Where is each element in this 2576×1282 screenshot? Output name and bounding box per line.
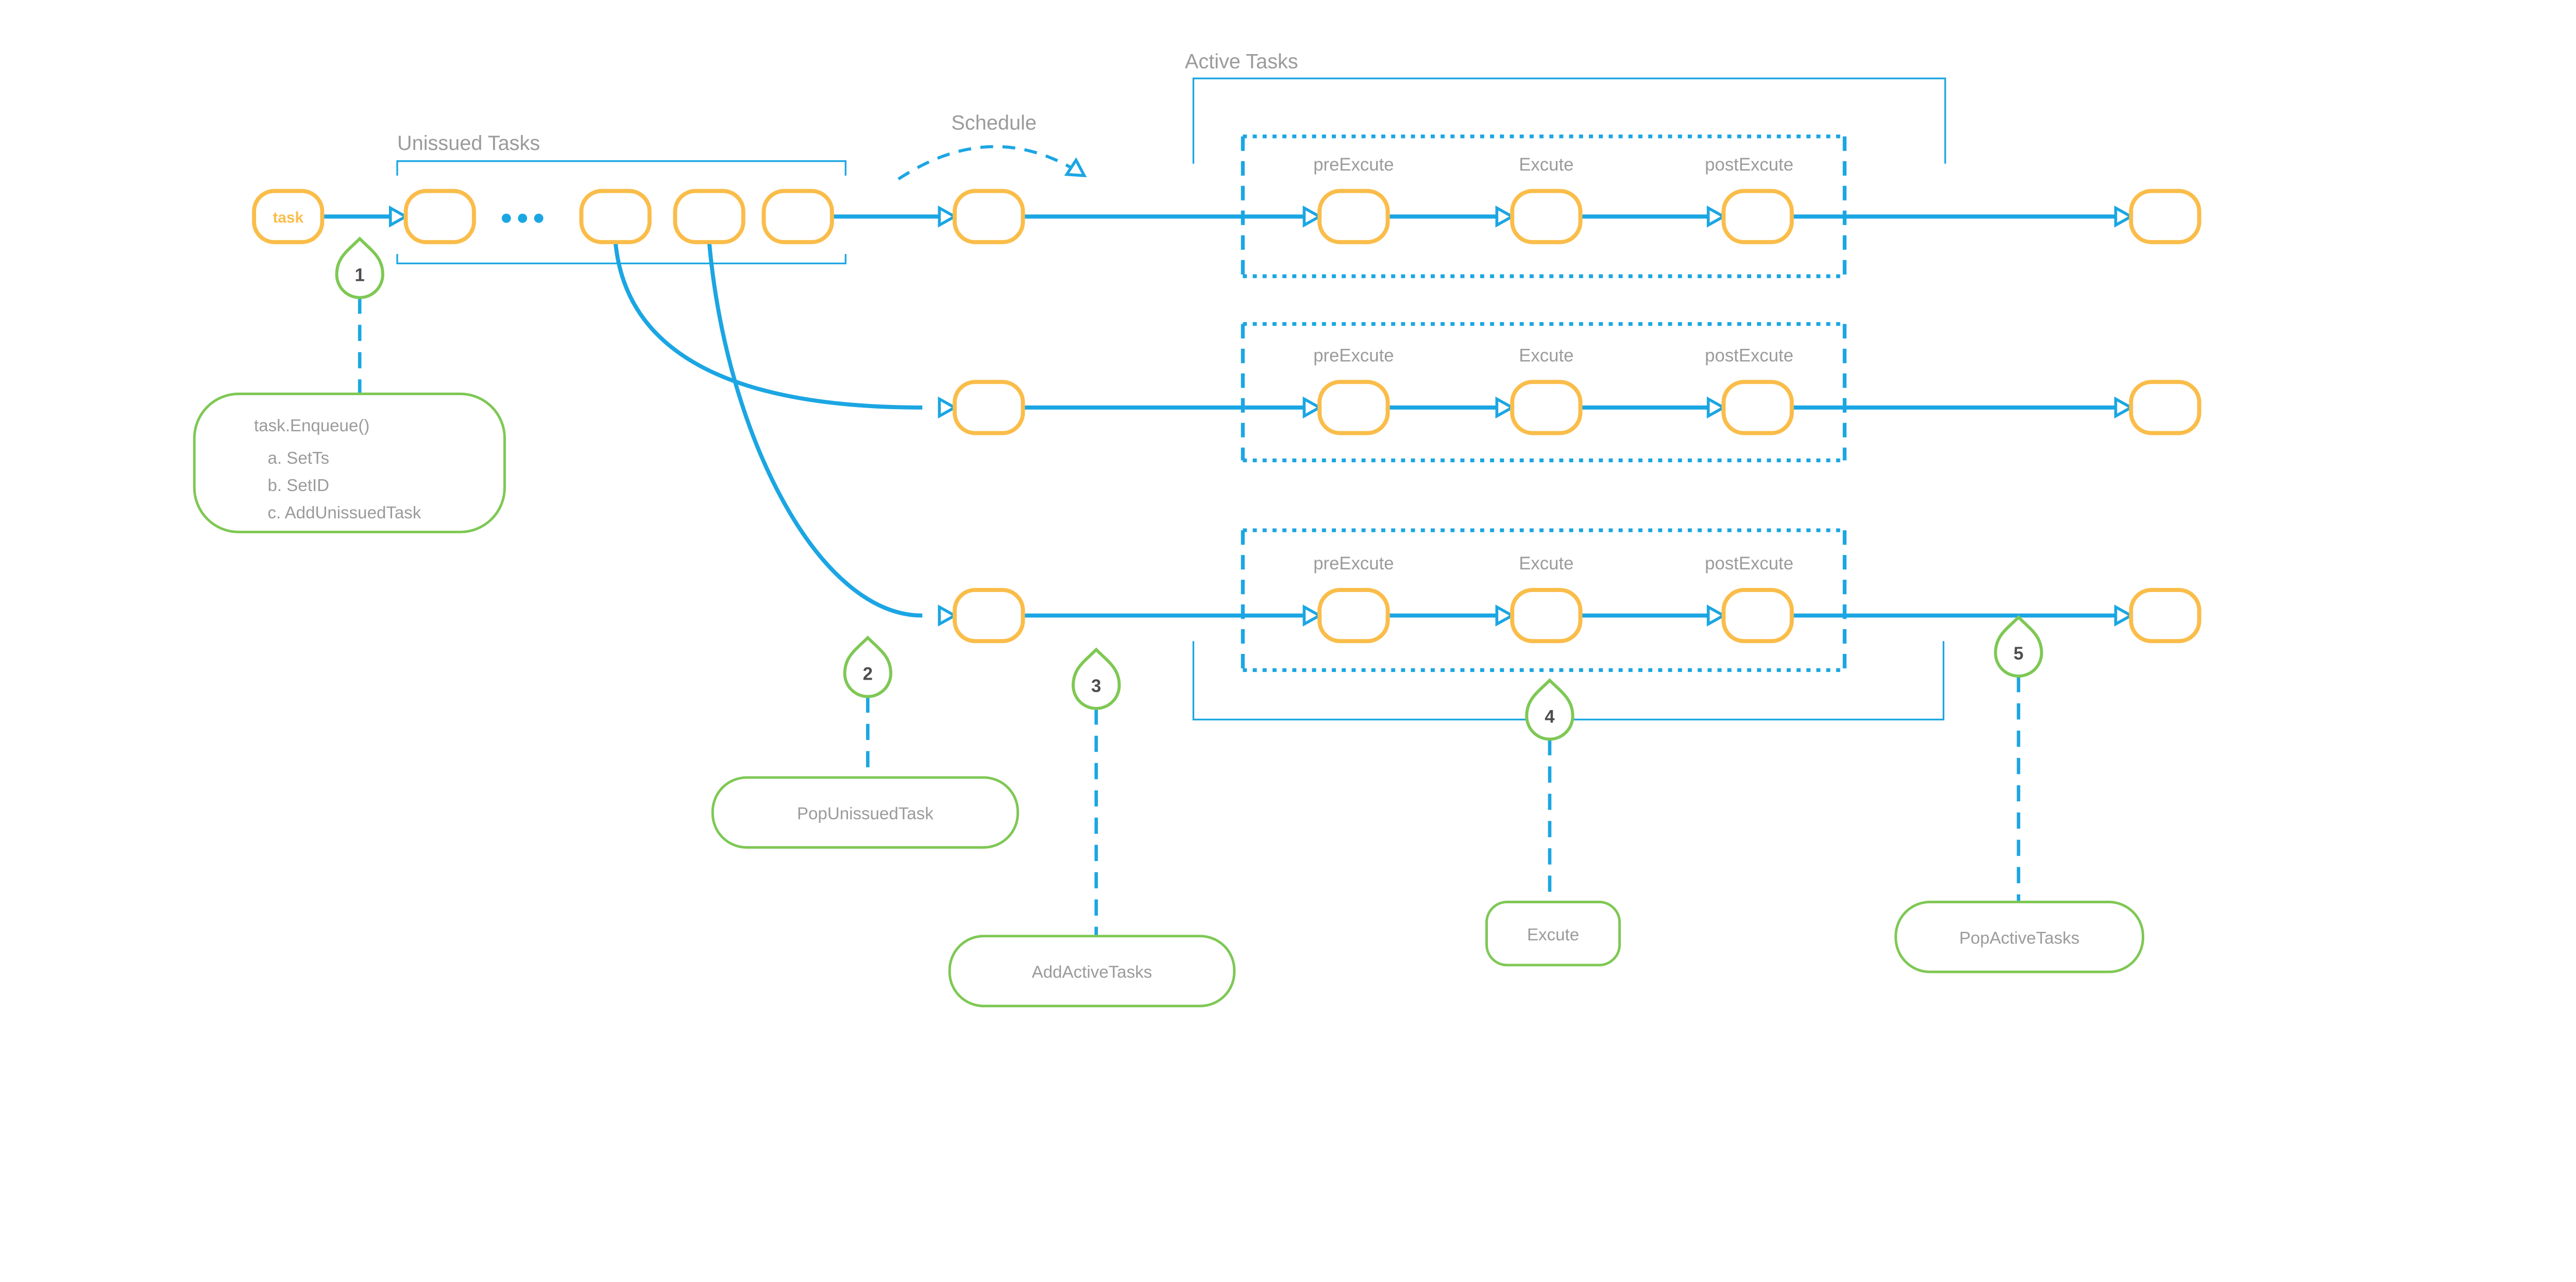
done-node-row1 [2129, 189, 2201, 244]
marker-2-teardrop-icon [843, 635, 892, 698]
marker-3-teardrop-icon [1072, 647, 1121, 710]
active-tasks-bracket-top [1192, 77, 1946, 164]
pipeline-box-row1 [1241, 134, 1847, 278]
preexcute-node-row2 [1317, 380, 1390, 435]
arrowhead-icon [2116, 607, 2131, 624]
callout-pop-active [1894, 901, 2144, 973]
preexcute-node-row1 [1317, 189, 1390, 244]
active-tasks-label: Active Tasks [1185, 50, 1298, 73]
queue-ellipsis-dot [518, 213, 528, 223]
unissued-tasks-bracket-bottom [396, 254, 846, 264]
marker-3-number: 3 [1091, 677, 1101, 696]
callout-enqueue-item-a: a. SetTs [268, 449, 330, 468]
arrowhead-icon [2116, 399, 2131, 416]
excute-node-row3 [1510, 587, 1583, 644]
arrowhead-icon [1497, 208, 1512, 225]
arrowhead-icon [939, 399, 955, 416]
preexcute-label-row1: preExcute [1313, 155, 1394, 175]
curve-queue-to-row2 [613, 242, 923, 410]
done-node-row3 [2129, 587, 2201, 644]
curve-queue-to-row3 [707, 242, 923, 618]
excute-node-row1 [1510, 189, 1583, 244]
arrowhead-icon [391, 208, 406, 225]
excute-label-row2: Excute [1519, 346, 1573, 366]
callout-excute [1485, 901, 1621, 967]
arrowhead-icon [1497, 399, 1512, 416]
callout-add-active-label: AddActiveTasks [1032, 963, 1152, 982]
scheduled-node-row3 [953, 587, 1025, 644]
diagram-page: Unissued Tasks Active Tasks Schedule pre… [193, 50, 2201, 1007]
preexcute-label-row3: preExcute [1313, 554, 1394, 573]
callout-pop-unissued [711, 776, 1019, 849]
excute-node-row2 [1510, 380, 1583, 435]
postexcute-node-row3 [1721, 587, 1794, 644]
arrowhead-icon [2116, 208, 2131, 225]
queue-node-3 [673, 189, 745, 244]
arrowhead-icon [1304, 607, 1319, 624]
pipeline-box-row2 [1241, 322, 1847, 463]
arrowhead-icon [1497, 607, 1512, 624]
schedule-label: Schedule [951, 111, 1036, 134]
arrowhead-icon [939, 607, 955, 624]
excute-label-row1: Excute [1519, 155, 1573, 175]
queue-ellipsis-dot [534, 213, 544, 223]
postexcute-label-row3: postExcute [1705, 554, 1793, 573]
marker-2-number: 2 [863, 665, 873, 684]
schedule-arc [897, 145, 1086, 180]
done-node-row2 [2129, 380, 2201, 435]
postexcute-node-row2 [1721, 380, 1794, 435]
excute-label-row3: Excute [1519, 554, 1573, 573]
scheduled-node-row2 [953, 380, 1025, 435]
arrowhead-icon [1304, 208, 1319, 225]
queue-node-2 [579, 189, 652, 244]
marker-1-number: 1 [355, 265, 365, 285]
marker-1-teardrop-icon [335, 237, 384, 299]
task-node [252, 189, 325, 244]
queue-node-4 [761, 189, 834, 244]
task-node-label: task [273, 209, 303, 226]
arrowhead-icon [1304, 399, 1319, 416]
task-scheduler-diagram: Unissued Tasks Active Tasks Schedule pre… [193, 50, 2201, 1007]
postexcute-label-row2: postExcute [1705, 346, 1793, 366]
schedule-arrowhead-icon [1067, 160, 1089, 183]
unissued-tasks-bracket-top [396, 160, 846, 176]
arrowhead-icon [939, 208, 955, 225]
callout-pop-active-label: PopActiveTasks [1959, 929, 2079, 948]
marker-4-number: 4 [1545, 707, 1555, 727]
arrowhead-icon [1708, 607, 1724, 624]
preexcute-label-row2: preExcute [1313, 346, 1394, 366]
callout-enqueue-title: task.Enqueue() [254, 416, 369, 435]
unissued-tasks-label: Unissued Tasks [397, 132, 540, 155]
callout-enqueue-item-b: b. SetID [268, 476, 330, 495]
callout-enqueue [193, 392, 506, 533]
arrowhead-icon [1708, 399, 1724, 416]
queue-ellipsis-dot [501, 213, 511, 223]
callout-enqueue-item-c: c. AddUnissuedTask [268, 503, 421, 522]
callout-add-active [948, 935, 1236, 1007]
scheduled-node-row1 [953, 189, 1025, 244]
marker-4-teardrop-icon [1525, 678, 1574, 741]
preexcute-node-row3 [1317, 587, 1390, 644]
marker-5-number: 5 [2013, 644, 2023, 664]
marker-5-teardrop-icon [1994, 615, 2043, 678]
arrowhead-icon [1708, 208, 1724, 225]
callout-excute-label: Excute [1527, 925, 1579, 944]
postexcute-label-row1: postExcute [1705, 155, 1793, 175]
queue-node-1 [403, 189, 476, 244]
callout-pop-unissued-label: PopUnissuedTask [797, 804, 934, 823]
postexcute-node-row1 [1721, 189, 1794, 244]
pipeline-box-row3 [1241, 528, 1847, 672]
